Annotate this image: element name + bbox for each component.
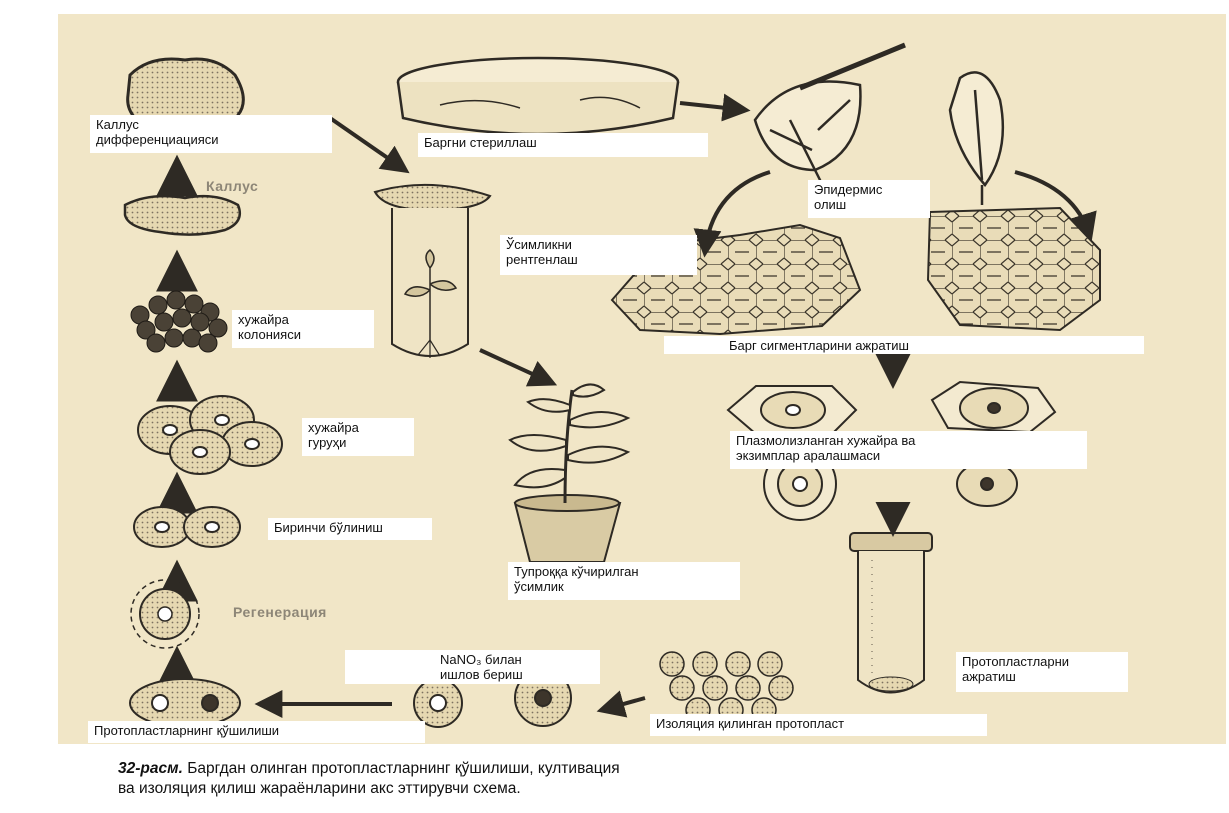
- potted-plant: [510, 384, 628, 562]
- label-separate-protoplasts: Протопластларни ажратиш: [956, 652, 1128, 692]
- label-leaf-sterilization: Баргни стериллаш: [418, 133, 708, 157]
- label-callus: Каллус: [206, 178, 258, 194]
- arrow-sterilize: [680, 103, 745, 110]
- label-cell-group: хужайра гуруҳи: [302, 418, 414, 456]
- label-leaf-segments: Барг сигментларини ажратиш: [664, 336, 1144, 354]
- arrow-nano3: [602, 698, 645, 710]
- figure-number: 32-расм.: [118, 760, 183, 777]
- figure-caption: 32-расм. Баргдан олинган протопластларни…: [108, 747, 1008, 803]
- label-transplanted-plant: Тупроққа кўчирилган ўсимлик: [508, 562, 740, 600]
- label-nano3-treatment: NaNO₃ билан ишлов бериш: [345, 650, 600, 684]
- callus-mass: [125, 196, 240, 234]
- label-cell-colony: хужайра колонияси: [232, 310, 374, 348]
- label-plant-xray: Ўсимликни рентгенлаш: [500, 235, 697, 275]
- first-division-cells: [134, 507, 240, 547]
- arrow-tube-to-pot: [480, 350, 552, 383]
- label-protoplast-fusion: Протопластларнинг қўшилиши: [88, 721, 425, 743]
- petri-dish: [398, 58, 678, 134]
- separation-tube: [850, 533, 932, 693]
- regeneration-cell: [131, 580, 199, 648]
- epidermis-hexagons-right: [928, 208, 1100, 330]
- fused-protoplasts: [130, 679, 240, 727]
- label-epidermis: Эпидермис олиш: [808, 180, 930, 218]
- label-plasmolyzed-cells: Плазмолизланган хужайра ва экзимплар ара…: [730, 431, 1087, 469]
- label-regeneration: Регенерация: [233, 604, 327, 620]
- cell-group: [138, 396, 282, 474]
- culture-tube-with-plant: [375, 185, 490, 358]
- arrow-callus-to-tube: [330, 118, 405, 170]
- cell-colony: [131, 291, 227, 352]
- caption-text: Баргдан олинган протопластларнинг қўшили…: [118, 760, 620, 797]
- label-first-division: Биринчи бўлиниш: [268, 518, 432, 540]
- isolated-protoplasts: [660, 652, 793, 722]
- label-callus-differentiation: Каллус дифференциацияси: [90, 115, 332, 153]
- label-isolated-protoplast: Изоляция қилинган протопласт: [650, 714, 987, 736]
